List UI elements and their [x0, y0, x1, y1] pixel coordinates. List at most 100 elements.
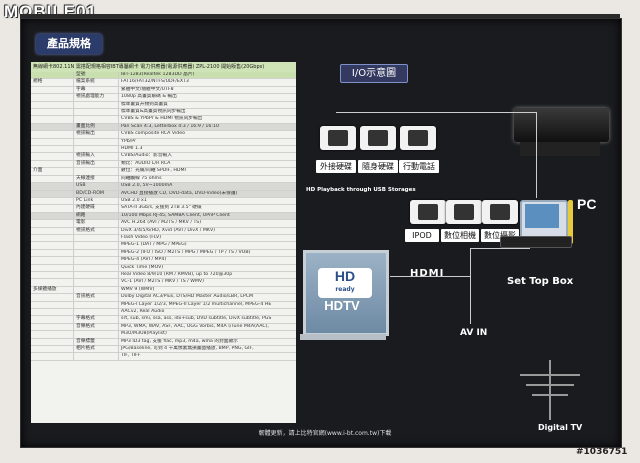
spec-key: 視訊輸入	[74, 153, 119, 160]
spec-category	[31, 331, 74, 338]
spec-key: BD/CD-ROM	[74, 190, 119, 197]
spec-value: 標準畫質&高畫質視訊同步輸出	[121, 109, 186, 115]
spec-row: MPEG-I Layer 1/2/3, MPEG-II Layer 1/2 mu…	[31, 301, 296, 309]
spec-category: 規格	[31, 79, 74, 86]
spec-key	[74, 116, 119, 123]
spec-row: M3U/M3U8(Playlist)	[31, 331, 296, 339]
spec-category	[31, 301, 74, 308]
spec-key: 音訊格式	[74, 294, 119, 301]
spec-value: DivX 3/4/5/6/HD, Xvid (AVI / DivX / MKV)	[121, 227, 215, 233]
spec-value: AACv2, Real Audio	[121, 309, 165, 314]
spec-category	[31, 294, 74, 301]
spec-value: 數位：光纖/同軸 SPDIF, HDMI	[121, 168, 186, 174]
spec-table: 無線網卡802.11N 需搭配規格相容IBT專屬網卡 電力供應器(電源供應器) …	[31, 62, 296, 423]
spec-value: USB 2.0, 5V~1000mA	[121, 183, 173, 189]
usb-stick-icon	[568, 200, 573, 244]
firmware-footer: 韌體更新，請上比特官網(www.i-bt.com.tw)下載	[258, 430, 392, 437]
spec-category	[31, 323, 74, 331]
spec-category	[31, 309, 74, 316]
spec-row: VC-1 (AVI / M2TS / MKV / TS / WMV)	[31, 279, 296, 287]
spec-value: 類比：AUDIO L/R RCA	[121, 160, 171, 166]
spec-key: 視訊處理能力	[74, 94, 119, 101]
spec-row: 標準畫質&高畫質視訊同步輸出	[31, 109, 296, 117]
pc-label: PC	[577, 196, 597, 212]
spec-key	[74, 257, 119, 264]
spec-category	[31, 197, 74, 205]
spec-category	[31, 249, 74, 257]
spec-category	[31, 138, 74, 146]
spec-value: HDMI 1.3	[121, 146, 143, 152]
spec-row: 音訊輸出類比：AUDIO L/R RCA	[31, 160, 296, 169]
set-top-box-label: Set Top Box	[507, 276, 574, 287]
ipod-label: IPOD	[405, 229, 439, 242]
spec-value: IBT-1283(Realtek 1283DD 晶片)	[121, 72, 195, 77]
spec-key: 音訊輸出	[74, 160, 119, 168]
spec-row: 字幕繁體中文/簡體中文/UTF8	[31, 86, 296, 95]
spec-row: AACv2, Real Audio	[31, 309, 296, 317]
spec-key: 內建硬碟	[74, 205, 119, 212]
spec-key: 音樂標籤	[74, 338, 119, 346]
set-top-box-image	[500, 236, 572, 248]
camcorder-icon	[482, 200, 518, 224]
spec-value: Quick Time (MOV)	[121, 264, 164, 270]
spec-category	[31, 227, 74, 234]
spec-key	[74, 109, 119, 116]
spec-tab-label: 產品規格	[36, 34, 102, 54]
spec-value: WMV 9 (WMV)	[121, 286, 155, 292]
spec-category	[31, 346, 74, 353]
spec-key: 相片格式	[74, 346, 119, 353]
spec-category	[31, 146, 74, 153]
spec-value: 1080p 高畫質解碼 & 輸出	[121, 94, 177, 100]
digital-tv-label: Digital TV	[538, 423, 583, 432]
spec-key	[74, 146, 119, 153]
spec-value: M3U/M3U8(Playlist)	[121, 331, 167, 337]
spec-key: 視訊輸出	[74, 131, 119, 138]
spec-key	[74, 249, 119, 257]
spec-key	[74, 234, 119, 242]
spec-category	[31, 220, 74, 227]
spec-value: Dolby Digital AC3/Plus, DTS/HD Master Au…	[121, 294, 254, 300]
spec-key	[74, 353, 119, 360]
connector-line	[536, 112, 537, 198]
spec-category	[31, 183, 74, 190]
spec-category	[31, 353, 74, 360]
spec-value: 10/100 Mbps RJ-45, SAMBA Client, UPnP Cl…	[121, 212, 230, 218]
image-copyright-id: #1036751	[576, 447, 628, 457]
spec-key: 音樂格式	[74, 323, 119, 331]
spec-key	[74, 264, 119, 271]
spec-row: 天線連接同軸纜線 75 ohms	[31, 175, 296, 184]
connector-line	[470, 248, 530, 249]
spec-category	[31, 94, 74, 101]
spec-category	[31, 316, 74, 323]
spec-value: FAT16/FAT32/NTFS/UDF/EXT3	[121, 79, 189, 85]
mobile-phone-label: 行動電話	[399, 160, 439, 173]
spec-value: 同軸纜線 75 ohms	[121, 175, 162, 181]
box-top-edge	[20, 14, 620, 20]
usb-caption: HD Playback through USB Storages	[306, 187, 416, 193]
spec-key	[74, 309, 119, 316]
spec-value: MP3 ID3 tag, 支援 flac, mp3, m4a, wma 的封面顯…	[121, 338, 238, 344]
spec-row: Real Video 8/9/10 (RM / RMVB), up to 720…	[31, 271, 296, 280]
spec-key: PC Link	[74, 197, 119, 205]
spec-category	[31, 101, 74, 109]
spec-row: MPEG-4 (AVI / MP4)	[31, 257, 296, 265]
spec-category	[31, 271, 74, 279]
external-hdd-label: 外接硬碟	[316, 160, 356, 173]
spec-row: Quick Time (MOV)	[31, 264, 296, 272]
spec-category	[31, 190, 74, 197]
spec-category	[31, 109, 74, 116]
spec-value: srt, sub, smi, ssa, ass, idx+sub, DVD su…	[121, 316, 272, 322]
